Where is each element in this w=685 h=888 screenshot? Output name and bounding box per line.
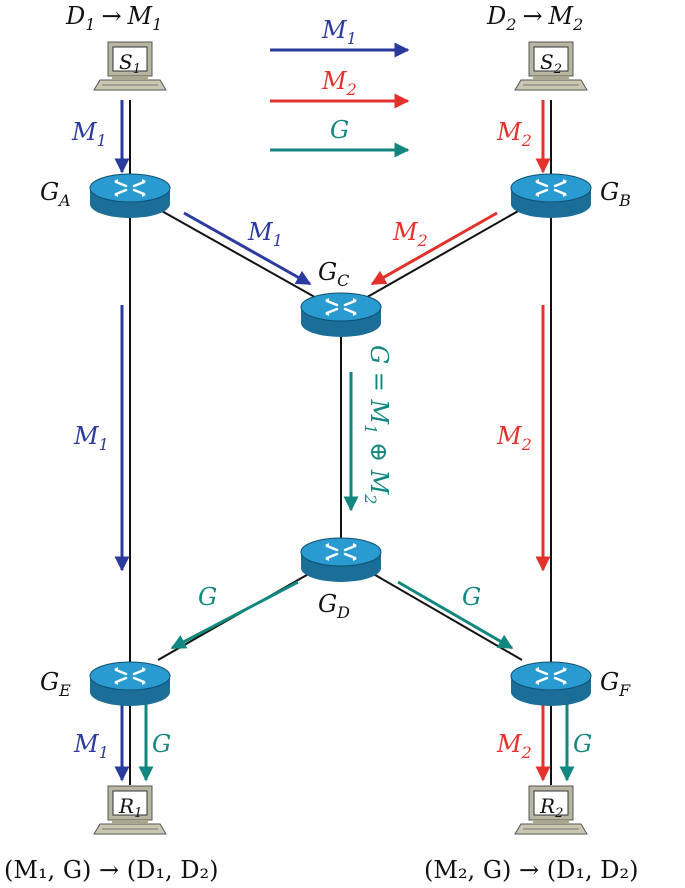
router-gc bbox=[299, 291, 383, 339]
legend: M1 M2 G bbox=[270, 16, 410, 158]
host-s2: S2 bbox=[514, 41, 588, 91]
arrow-ga-gc-m1 bbox=[183, 211, 312, 286]
host-label-s2: S2 bbox=[540, 50, 562, 77]
flow-label-ge-r1-g: G bbox=[152, 730, 171, 758]
flow-label-ga-ge: M1 bbox=[73, 422, 109, 454]
host-s1: S1 bbox=[93, 41, 167, 91]
flow-label-s2-gb: M2 bbox=[496, 118, 532, 150]
link-ga-gc bbox=[159, 209, 321, 301]
router-label-gf: GF bbox=[600, 668, 631, 700]
arrow-gd-gf-g bbox=[397, 580, 514, 650]
arrow-gd-ge-g bbox=[170, 580, 299, 650]
host-r2: R2 bbox=[514, 785, 588, 835]
router-gf bbox=[509, 660, 593, 708]
router-label-ge: GE bbox=[40, 668, 71, 700]
flow-label-gd-gf: G bbox=[462, 583, 481, 611]
router-label-ga: GA bbox=[40, 178, 71, 210]
flow-label-ga-gc: M1 bbox=[247, 218, 283, 250]
link-gb-gc bbox=[361, 209, 521, 301]
top-right-mapping: D2→M2 bbox=[486, 2, 583, 34]
router-ge bbox=[88, 660, 172, 708]
router-gb bbox=[509, 172, 593, 220]
flow-label-gf-r2-g: G bbox=[573, 730, 592, 758]
flow-label-gb-gc: M2 bbox=[392, 218, 428, 250]
router-label-gb: GB bbox=[600, 178, 631, 210]
flow-label-gb-gf: M2 bbox=[496, 422, 532, 454]
router-ga bbox=[88, 172, 172, 220]
bottom-left-caption: (M₁, G) → (D₁, D₂) bbox=[4, 856, 218, 884]
legend-label-m2: M2 bbox=[321, 67, 357, 99]
link-gd-gf bbox=[369, 571, 523, 661]
links bbox=[129, 100, 552, 785]
router-gd bbox=[299, 536, 383, 584]
arrow-gb-gc-m2 bbox=[370, 211, 498, 286]
host-label-r1: R1 bbox=[118, 794, 142, 821]
host-label-s1: S1 bbox=[119, 50, 141, 77]
flow-label-gf-r2-m2: M2 bbox=[496, 730, 532, 762]
host-label-r2: R2 bbox=[539, 794, 563, 821]
router-label-gd: GD bbox=[318, 590, 350, 622]
flow-arrows bbox=[114, 100, 575, 782]
legend-label-m1: M1 bbox=[321, 16, 357, 48]
host-r1: R1 bbox=[93, 785, 167, 835]
flow-label-gd-ge: G bbox=[198, 583, 217, 611]
router-label-gc: GC bbox=[318, 258, 349, 290]
legend-label-g: G bbox=[330, 116, 349, 144]
coding-equation-label: G = M1 ⊕ M2 bbox=[361, 345, 393, 504]
flow-label-s1-ga: M1 bbox=[71, 118, 107, 150]
top-left-mapping: D1→M1 bbox=[65, 2, 162, 34]
flow-label-ge-r1-m1: M1 bbox=[73, 730, 109, 762]
bottom-right-caption: (M₂, G) → (D₁, D₂) bbox=[424, 856, 638, 884]
